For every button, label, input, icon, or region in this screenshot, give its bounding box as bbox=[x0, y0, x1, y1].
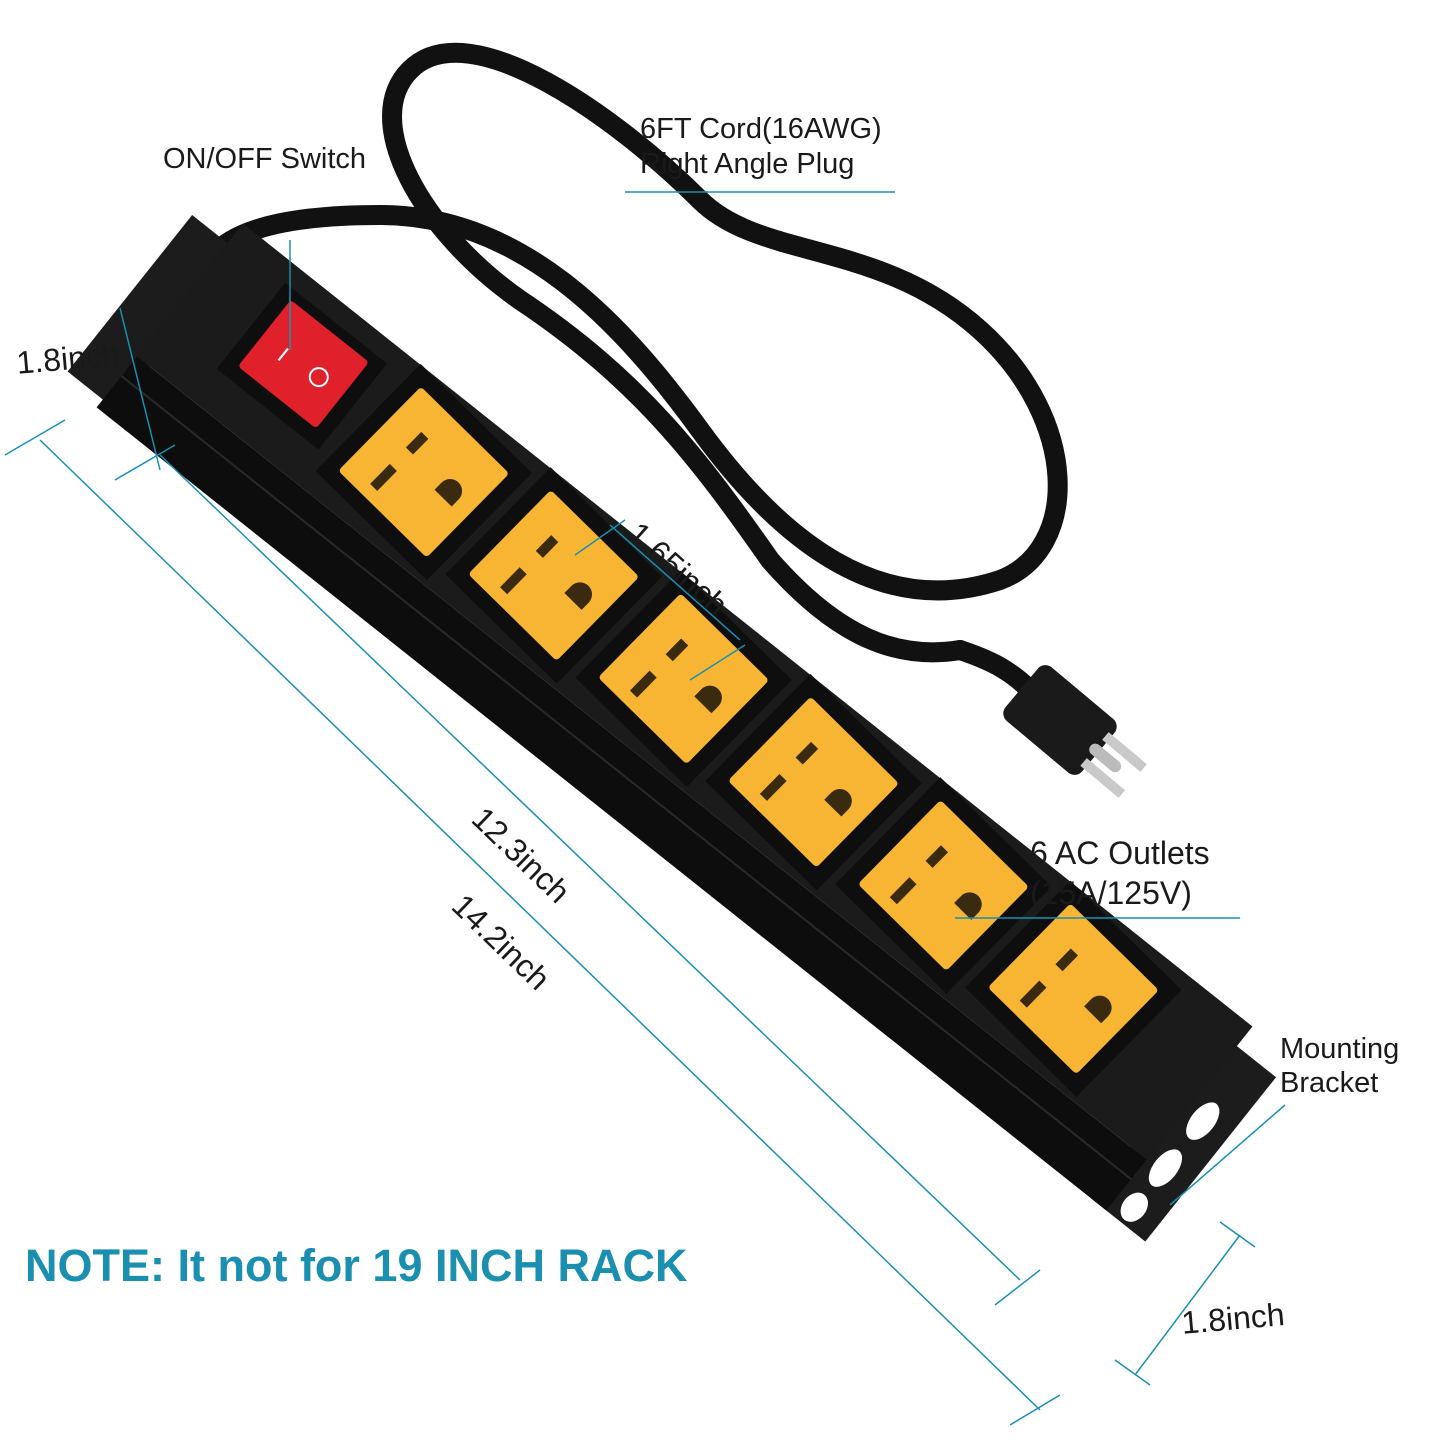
power-cord bbox=[193, 42, 1068, 700]
on-off-switch[interactable]: I bbox=[238, 300, 369, 429]
rack-note: NOTE: It not for 19 INCH RACK bbox=[25, 1240, 688, 1291]
bracket-label-line2: Bracket bbox=[1280, 1067, 1379, 1099]
ac-outlet[interactable] bbox=[835, 777, 1052, 994]
outlets-label-line1: 6 AC Outlets bbox=[1030, 835, 1210, 871]
plug bbox=[1003, 665, 1147, 798]
power-strip: I bbox=[67, 215, 1277, 1242]
ac-outlet[interactable] bbox=[315, 363, 532, 581]
ac-outlet[interactable] bbox=[705, 673, 922, 891]
ac-outlet[interactable] bbox=[445, 467, 662, 684]
leader-lines bbox=[4, 191, 1286, 1426]
bracket-label-line1: Mounting bbox=[1280, 1033, 1400, 1065]
switch-label: ON/OFF Switch bbox=[163, 143, 367, 175]
mounting-bracket-right bbox=[1090, 1033, 1277, 1242]
outlets-label-line2: (15A/125V) bbox=[1030, 875, 1192, 911]
cord-label-line1: 6FT Cord(16AWG) bbox=[640, 113, 882, 145]
mounting-bracket-left bbox=[67, 215, 240, 409]
ac-outlet[interactable] bbox=[965, 880, 1182, 1097]
ac-outlet[interactable] bbox=[575, 570, 792, 787]
cord-label-line2: Right Angle Plug bbox=[640, 148, 855, 180]
